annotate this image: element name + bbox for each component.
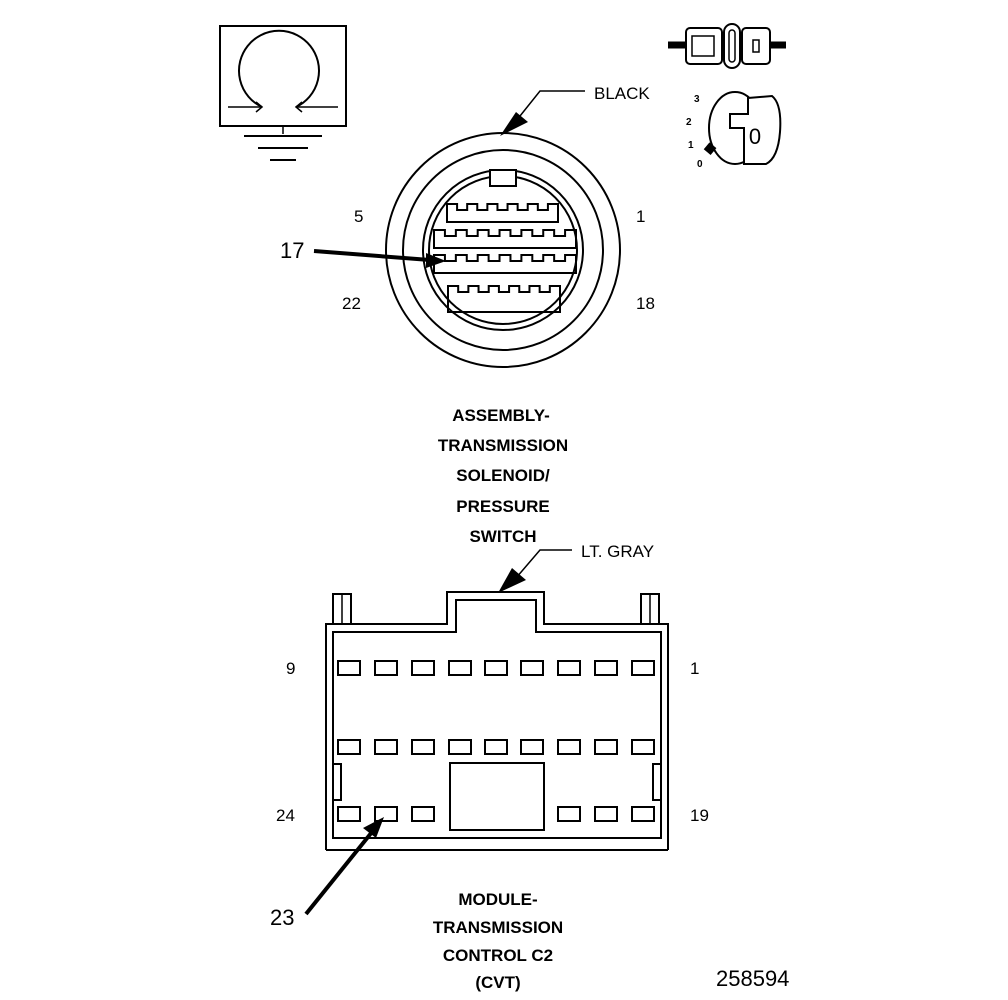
pin-cavity-row1-2	[374, 660, 398, 676]
top-connector-title: ASSEMBLY- TRANSMISSION SOLENOID/ PRESSUR…	[438, 406, 568, 546]
bottom-pin-label-9: 9	[286, 659, 295, 678]
terminal-row-1	[446, 203, 559, 223]
ground-symbol-icon	[219, 25, 347, 161]
top-title-line-2: TRANSMISSION	[438, 436, 568, 455]
top-title-line-5: SWITCH	[469, 527, 536, 546]
pin-17-callout: 17	[280, 238, 446, 268]
pin-cavity-row2-7	[557, 739, 581, 755]
top-pin-label-22: 22	[342, 294, 361, 313]
key-position-0: 0	[697, 159, 703, 170]
pin-cavity-row3-8	[594, 806, 618, 822]
top-title-line-4: PRESSURE	[456, 497, 550, 516]
top-color-label: BLACK	[594, 84, 650, 103]
pin-cavity-row3-9	[631, 806, 655, 822]
top-title-line-3: SOLENOID/	[456, 466, 550, 485]
pin-cavity-row2-5	[484, 739, 508, 755]
pin-cavity-row3-1	[337, 806, 361, 822]
bottom-pin-label-1: 1	[690, 659, 699, 678]
pin-cavity-row3-7	[557, 806, 581, 822]
top-pin-label-5: 5	[354, 207, 363, 226]
top-pin-label-18: 18	[636, 294, 655, 313]
bottom-pin-label-19: 19	[690, 806, 709, 825]
black-color-callout: BLACK	[500, 84, 650, 136]
bottom-connector-title: MODULE- TRANSMISSION CONTROL C2 (CVT)	[433, 890, 563, 992]
bottom-title-line-2: TRANSMISSION	[433, 918, 563, 937]
pin-cavity-row2-4	[448, 739, 472, 755]
terminal-row-4	[447, 285, 561, 313]
bottom-title-line-3: CONTROL C2	[443, 946, 553, 965]
pin-cavity-row3-2	[374, 806, 398, 822]
pin-cavity-row1-7	[557, 660, 581, 676]
key-position-1: 1	[688, 140, 694, 151]
top-pin-label-1: 1	[636, 207, 645, 226]
lt-gray-color-callout: LT. GRAY	[498, 542, 654, 593]
figure-number: 258594	[716, 966, 789, 991]
callout-pin-23: 23	[270, 905, 294, 930]
pin-cavity-row2-8	[594, 739, 618, 755]
bottom-title-line-4: (CVT)	[475, 973, 520, 992]
pin-cavity-row3-3	[411, 806, 435, 822]
pin-cavity-row1-3	[411, 660, 435, 676]
pin-cavity-row2-2	[374, 739, 398, 755]
key-face-label: 0	[749, 124, 761, 149]
key-position-3: 3	[694, 94, 700, 105]
pin-cavity-row2-9	[631, 739, 655, 755]
bottom-title-line-1: MODULE-	[458, 890, 537, 909]
pin-cavity-row2-3	[411, 739, 435, 755]
pin-cavity-row1-9	[631, 660, 655, 676]
top-title-line-1: ASSEMBLY-	[452, 406, 550, 425]
bottom-pin-label-24: 24	[276, 806, 295, 825]
terminal-row-2	[433, 229, 577, 249]
bottom-color-label: LT. GRAY	[581, 542, 654, 561]
key-position-2: 2	[686, 117, 692, 128]
callout-pin-17: 17	[280, 238, 304, 263]
rectangular-connector	[325, 591, 669, 851]
terminal-row-3	[433, 254, 577, 274]
pin-cavity-row1-1	[337, 660, 361, 676]
connector-plug-icon	[668, 23, 786, 69]
round-connector	[385, 132, 621, 368]
ignition-key-icon: 0 3 2 1 0	[686, 91, 782, 170]
pin-cavity-row1-6	[520, 660, 544, 676]
pin-cavity-row2-1	[337, 739, 361, 755]
pin-23-callout: 23	[270, 817, 384, 930]
pin-cavity-row1-5	[484, 660, 508, 676]
pin-cavity-row2-6	[520, 739, 544, 755]
pin-cavity-row1-8	[594, 660, 618, 676]
pin-cavity-row1-4	[448, 660, 472, 676]
